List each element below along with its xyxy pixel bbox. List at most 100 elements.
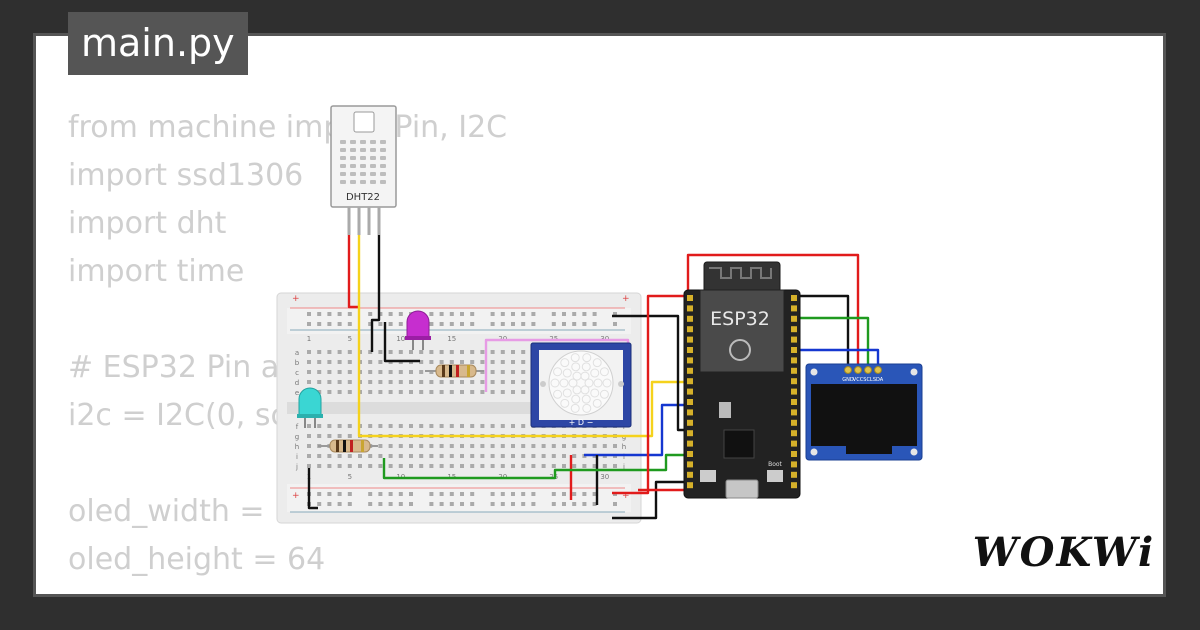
pir-lens-cell xyxy=(584,378,594,388)
pir-lens-cell xyxy=(582,353,592,363)
esp-pin-left xyxy=(687,336,693,343)
esp-pin-right xyxy=(791,482,797,489)
esp-pin-left xyxy=(687,315,693,322)
oled-pin xyxy=(874,366,882,374)
dht-vent xyxy=(350,180,356,184)
esp-pin-left xyxy=(687,461,693,468)
dht-vent xyxy=(380,180,386,184)
esp-antenna xyxy=(709,267,772,279)
dht-vent xyxy=(370,164,376,168)
esp-pin-left xyxy=(687,388,693,395)
pir-lens-cell xyxy=(562,388,572,398)
esp-pin-right xyxy=(791,399,797,405)
dht-vent xyxy=(370,156,376,160)
esp-pin-right xyxy=(791,347,797,353)
oled-pin xyxy=(854,366,862,374)
dht-vent xyxy=(360,180,366,184)
esp-pin-right xyxy=(791,471,797,478)
dht-vent xyxy=(380,148,386,152)
code-line xyxy=(68,296,956,344)
dht22-sensor[interactable]: DHT22 xyxy=(330,105,397,235)
esp-pin-right xyxy=(791,461,797,468)
pir-lens-cell xyxy=(599,367,609,377)
dht-vent xyxy=(370,172,376,176)
esp-pin-left xyxy=(687,347,693,353)
esp-pin-left xyxy=(687,419,693,426)
pir-lens-cell xyxy=(590,388,600,398)
pir-lens-cell xyxy=(582,403,592,413)
esp-pin-right xyxy=(791,451,797,457)
code-line: from machine import Pin, I2C xyxy=(68,110,508,145)
esp32-board[interactable]: ESP32 Boot xyxy=(683,261,801,499)
code-line: import dht xyxy=(68,206,227,241)
oled-pin-label: SCL xyxy=(863,377,873,383)
esp-pin-right xyxy=(791,367,797,374)
esp-pin-right xyxy=(791,357,797,364)
pir-lens-cell xyxy=(593,378,603,388)
pir-lens-cell xyxy=(571,394,581,404)
dht-vent xyxy=(350,140,356,144)
esp-pin-left xyxy=(687,305,693,312)
dht-vent xyxy=(340,172,346,176)
pir-lens-cell xyxy=(570,403,580,413)
dht-vent xyxy=(360,156,366,160)
esp-label: ESP32 xyxy=(710,308,770,330)
dht-vent xyxy=(360,140,366,144)
esp-pin-left xyxy=(687,378,693,385)
pir-lens-cell xyxy=(599,389,609,399)
esp-pin-right xyxy=(791,409,797,416)
espressif-logo-icon xyxy=(729,339,751,361)
pir-lens-cell xyxy=(562,368,572,378)
dht-vent xyxy=(350,172,356,176)
resistor-1[interactable] xyxy=(425,364,484,378)
esp-pin-right xyxy=(791,388,797,395)
pir-sensor[interactable]: + D − xyxy=(530,342,632,428)
boot-label: Boot xyxy=(768,461,782,468)
oled-pin xyxy=(844,366,852,374)
dht-vent xyxy=(340,140,346,144)
pir-lens-cell xyxy=(553,389,563,399)
esp-pin-left xyxy=(687,367,693,374)
pir-lens-cell xyxy=(570,353,580,363)
pir-lens-cell xyxy=(550,378,560,388)
resistor-2[interactable] xyxy=(318,439,378,453)
pir-lens-cell xyxy=(592,358,602,368)
esp-pin-right xyxy=(791,336,797,343)
led-cyan[interactable] xyxy=(297,387,323,428)
esp-pin-right xyxy=(791,305,797,312)
dht-vent xyxy=(380,156,386,160)
code-line: oled_height = 64 xyxy=(68,542,326,577)
pir-lens-cell xyxy=(568,378,578,388)
led-magenta[interactable] xyxy=(405,310,431,350)
esp-pin-right xyxy=(791,419,797,426)
dht-vent xyxy=(380,164,386,168)
pir-lens-cell xyxy=(560,398,570,408)
esp-pin-left xyxy=(687,399,693,405)
oled-pin xyxy=(864,366,872,374)
esp-pin-left xyxy=(687,482,693,489)
pir-lens-cell xyxy=(553,367,563,377)
dht-vent xyxy=(380,140,386,144)
code-line: oled_width = 128 xyxy=(68,494,332,529)
file-tab[interactable]: main.py xyxy=(68,12,248,75)
esp-pin-right xyxy=(791,315,797,322)
code-line: import time xyxy=(68,254,245,289)
pir-lens-cell xyxy=(572,385,582,395)
dht-vent xyxy=(340,148,346,152)
dht-vent xyxy=(340,180,346,184)
oled-pin-label: GND xyxy=(842,377,854,383)
pir-lens-cell xyxy=(592,398,602,408)
esp32-pin-headers xyxy=(687,295,797,489)
dht-vent xyxy=(380,172,386,176)
dht-vent xyxy=(370,148,376,152)
esp-pin-left xyxy=(687,451,693,457)
esp-pin-right xyxy=(791,295,797,301)
oled-pin-label: SDA xyxy=(873,377,884,383)
esp-pin-right xyxy=(791,430,797,437)
esp-pin-left xyxy=(687,357,693,364)
pir-lens-cell xyxy=(590,368,600,378)
pir-lens-cell xyxy=(580,371,590,381)
